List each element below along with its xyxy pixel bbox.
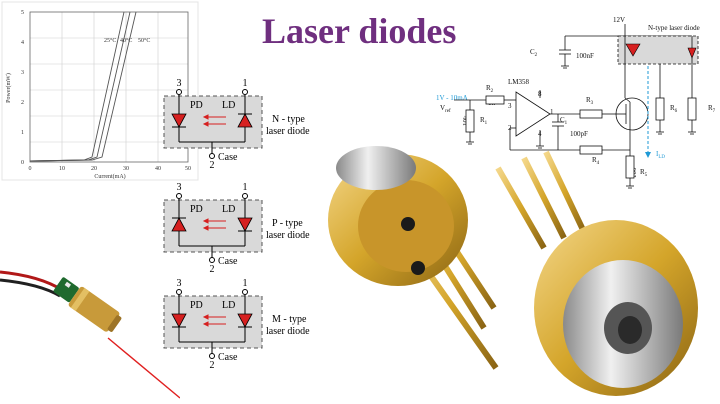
pin-1: 1 <box>550 108 554 116</box>
laser-diode-photo <box>328 146 698 396</box>
pd-label: PD <box>190 100 203 111</box>
pin-2-label: 2 <box>210 264 215 272</box>
x-tick: 50 <box>185 166 191 172</box>
type-label-line-2: laser diode <box>266 230 310 241</box>
package-p-type: 3 1 2 Case PD LD P - type laser diode <box>163 182 310 272</box>
ld-label: LD <box>222 100 235 111</box>
case-label: Case <box>218 152 238 163</box>
pin-3-label: 3 <box>177 182 182 193</box>
pin-2-label: 2 <box>210 160 215 168</box>
type-label-line-1: M - type <box>272 314 307 325</box>
driver-circuit: 12V N-type laser diode LD PD C2 100nF 1V… <box>436 16 716 189</box>
x-tick: 40 <box>155 166 161 172</box>
vref-label: Vref <box>440 104 451 114</box>
photodiode-icon <box>171 313 187 328</box>
pd-label: PD <box>190 204 203 215</box>
pin-3-label: 3 <box>177 78 182 89</box>
type-label-line-1: P - type <box>272 218 303 229</box>
supply-label: 12V <box>613 16 625 24</box>
pd-label: PD <box>190 300 203 311</box>
y-tick: 5 <box>21 10 24 16</box>
ntype-label: N-type laser diode <box>648 24 700 32</box>
type-label-line-2: laser diode <box>266 326 310 337</box>
y-tick: 1 <box>21 130 24 136</box>
pin-3: 3 <box>508 102 512 110</box>
ild-label: ILD <box>656 150 665 160</box>
y-axis-label: Power(mW) <box>5 73 12 103</box>
type-label-line-2: laser diode <box>266 126 310 137</box>
photodiode-icon <box>171 217 187 232</box>
r6-label: R6 <box>670 104 678 114</box>
r1-label: R1 <box>480 116 488 126</box>
ld-label: LD <box>222 204 235 215</box>
package-n-type: 3 1 2 Case PD LD N - type laser diode <box>163 78 310 168</box>
light-arrows-icon <box>202 314 226 327</box>
page-title: Laser diodes <box>262 11 457 51</box>
r4-label: R4 <box>592 156 600 166</box>
x-tick: 20 <box>91 166 97 172</box>
x-tick: 0 <box>29 166 32 172</box>
laser-module-photo <box>0 270 180 399</box>
x-tick: 10 <box>59 166 65 172</box>
c2-label: C2 <box>530 48 538 58</box>
ld-label: LD <box>222 300 235 311</box>
light-arrows-icon <box>202 218 226 231</box>
series-label-25c: 25°C <box>104 37 116 44</box>
curve-50c <box>29 11 137 162</box>
x-tick: 30 <box>123 166 129 172</box>
power-current-graph: 5 4 3 2 1 0 0 10 20 30 40 50 Current(mA)… <box>1 1 199 181</box>
circuit-photodiode-icon <box>687 47 697 59</box>
type-label-line-1: N - type <box>272 114 305 125</box>
c1-label: C1 <box>560 116 568 126</box>
laser-diode-icon <box>237 113 253 128</box>
r5-label: R5 <box>640 168 648 178</box>
c1-value: 100pF <box>570 130 588 138</box>
case-label: Case <box>218 256 238 267</box>
y-tick: 0 <box>21 160 24 166</box>
x-axis-label: Current(mA) <box>94 173 125 180</box>
case-label: Case <box>218 352 238 363</box>
r2-label: R2 <box>486 84 494 94</box>
package-m-type: 3 1 2 Case PD LD M - type laser diode <box>163 278 310 368</box>
pin-2-label: 2 <box>210 360 215 368</box>
r3-label: R3 <box>586 96 594 106</box>
pin-3-label: 3 <box>177 278 182 289</box>
c2-value: 100nF <box>576 52 594 60</box>
laser-diode-icon <box>237 217 253 232</box>
light-arrows-icon <box>202 114 226 127</box>
circuit-laser-diode-icon <box>625 43 641 57</box>
r7-label: R7 <box>708 104 716 114</box>
series-label-40c: 40°C <box>120 37 132 44</box>
series-label-50c: 50°C <box>138 37 150 44</box>
pin-1-label: 1 <box>243 78 248 89</box>
pin-1-label: 1 <box>243 278 248 289</box>
y-tick: 3 <box>21 70 24 76</box>
opamp-name: LM358 <box>508 78 530 86</box>
laser-diode-icon <box>237 313 253 328</box>
vref-range: 1V - 10mA <box>436 94 468 102</box>
y-tick: 2 <box>21 100 24 106</box>
photodiode-icon <box>171 113 187 128</box>
pin-1-label: 1 <box>243 182 248 193</box>
y-tick: 4 <box>21 40 24 46</box>
